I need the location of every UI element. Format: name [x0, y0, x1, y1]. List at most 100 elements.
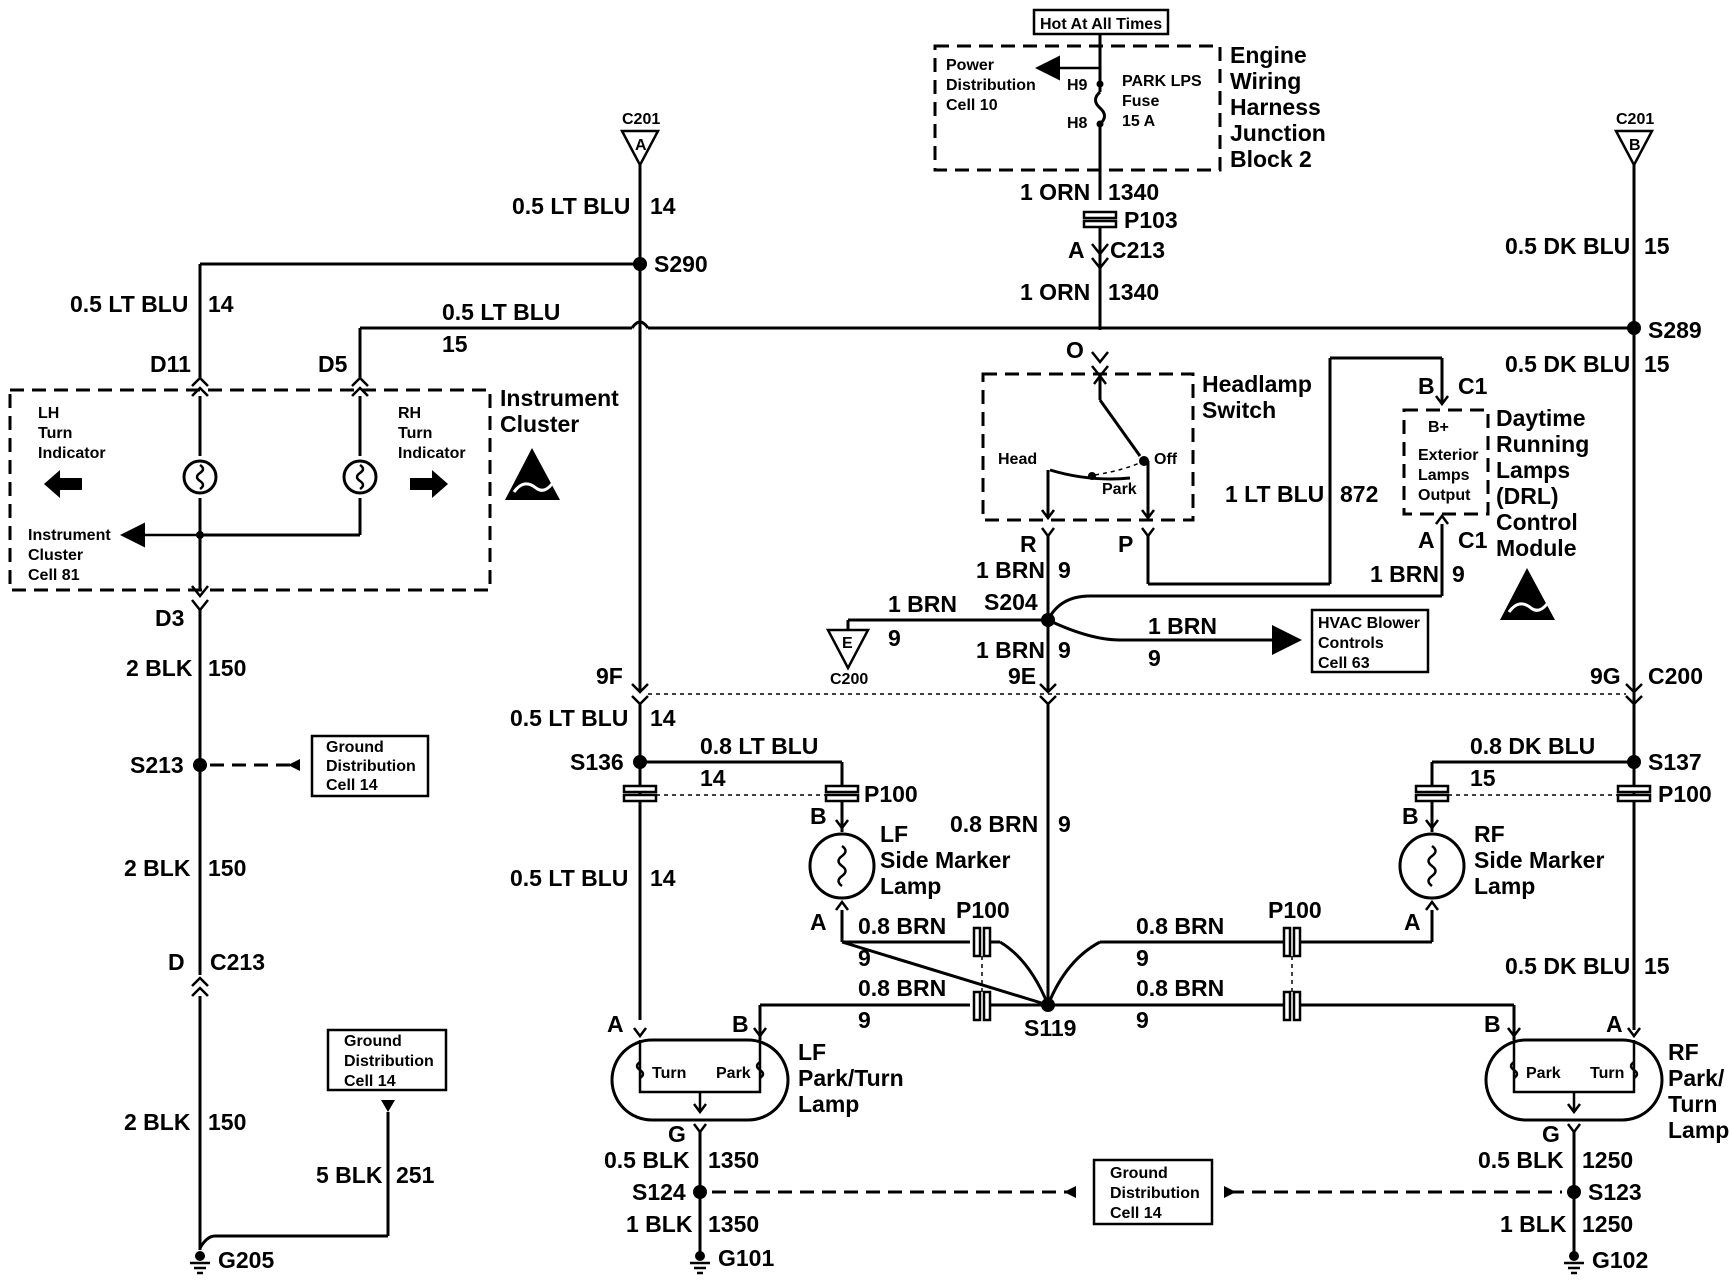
fuse-label-1: PARK LPS [1122, 73, 1202, 90]
s213-label: S213 [130, 752, 184, 778]
hvac-line2: Controls [1318, 635, 1384, 652]
fuse-label-2: Fuse [1122, 93, 1159, 110]
rf-park-label-2: Park/ [1668, 1065, 1725, 1091]
s290-label: S290 [654, 251, 708, 277]
brn-9e-circuit: 9 [1058, 637, 1071, 663]
brn-r-circuit: 9 [1058, 557, 1071, 583]
s289-splice [1627, 321, 1641, 335]
s289-label: S289 [1648, 317, 1702, 343]
fuse-label-3: 15 A [1122, 113, 1156, 130]
headlamp-head-label: Head [998, 451, 1037, 468]
headlamp-park-label: Park [1102, 481, 1137, 498]
brn08-rf-a-circuit: 9 [1136, 945, 1149, 971]
lfpt-pin-b: B [732, 1011, 749, 1037]
s124-splice [693, 1185, 707, 1199]
lf-pin-g: G [668, 1121, 686, 1147]
drl-c1-bot: C1 [1458, 527, 1488, 553]
pin-9g: 9G [1590, 663, 1621, 689]
s213-splice [193, 758, 207, 772]
brn-hvac-label: 1 BRN [1148, 613, 1217, 639]
rh-turn-indicator-bulb-icon [342, 459, 378, 495]
rh-label-2: Turn [398, 425, 432, 442]
ground-dist-1-line2: Distribution [326, 758, 416, 775]
ejb-title-3: Harness [1230, 94, 1321, 120]
drl-title-1: Daytime [1496, 405, 1585, 431]
c200-e-triangle [825, 628, 871, 671]
s124-label: S124 [632, 1179, 686, 1205]
headlamp-switch-box [981, 372, 1195, 522]
esd-warning-icon-drl [1500, 568, 1555, 620]
ltblu-15-circuit: 15 [442, 331, 468, 357]
c201-left-pin: A [635, 137, 647, 154]
p100-rc-label: P100 [1268, 897, 1322, 923]
lf-park-label-1: LF [798, 1039, 826, 1065]
rf-side-label-2: Side Marker [1474, 847, 1604, 873]
drl-title-2: Running [1496, 431, 1589, 457]
orn-mid-circuit: 1340 [1108, 279, 1159, 305]
ltblu08-label: 0.8 LT BLU [700, 733, 818, 759]
lh-label-2: Turn [38, 425, 72, 442]
ejb-title-2: Wiring [1230, 68, 1301, 94]
p100-left-label: P100 [864, 781, 918, 807]
g101-label: G101 [718, 1245, 774, 1271]
s119-label: S119 [1024, 1015, 1076, 1041]
blk05-l-circuit: 1350 [708, 1147, 759, 1173]
c213-left-label: C213 [210, 949, 265, 975]
c201-right-triangle [1613, 129, 1655, 168]
p103-connector [1082, 210, 1118, 220]
lf-turn-label: Turn [652, 1065, 686, 1082]
blk5-label: 5 BLK [316, 1162, 383, 1188]
right-arrow-icon [410, 470, 448, 498]
blk1-l-circuit: 1350 [708, 1211, 759, 1237]
ltblu-872-label: 1 LT BLU [1225, 481, 1324, 507]
lf-side-marker-lamp-icon [808, 832, 876, 900]
dkblu-mid-label: 0.5 DK BLU [1505, 351, 1630, 377]
brn-e-label: 1 BRN [888, 591, 957, 617]
pin-d: D [168, 949, 185, 975]
p100-left-connector [824, 784, 860, 794]
rf-side-label-3: Lamp [1474, 873, 1535, 899]
brn-drl-circuit: 9 [1452, 561, 1465, 587]
brn-r-label: 1 BRN [976, 557, 1045, 583]
g205-ground-icon [190, 1251, 210, 1275]
headlamp-off-label: Off [1154, 451, 1178, 468]
headlamp-title-1: Headlamp [1202, 371, 1312, 397]
ground-dist-2-line2: Distribution [344, 1053, 434, 1070]
brn-9e-label: 1 BRN [976, 637, 1045, 663]
blk05-r-circuit: 1250 [1582, 1147, 1633, 1173]
c213-pin-a: A [1068, 237, 1085, 263]
hvac-line1: HVAC Blower [1318, 615, 1420, 632]
dkblu-top-label: 0.5 DK BLU [1505, 233, 1630, 259]
rf-park-turn-lamp-icon [1484, 1038, 1664, 1122]
ground-dist-1-line1: Ground [326, 739, 384, 756]
ltblu-top-label: 0.5 LT BLU [512, 193, 630, 219]
dkblu08-circuit: 15 [1470, 765, 1496, 791]
cluster-cell-2: Cluster [28, 547, 83, 564]
rfpt-pin-b: B [1484, 1011, 1501, 1037]
ground-dist-box-1 [310, 734, 430, 798]
ground-dist-box-2 [326, 1028, 448, 1092]
ltblu-lf2-circuit: 14 [650, 865, 676, 891]
drl-inner-1: B+ [1428, 419, 1449, 436]
g205-label: G205 [218, 1247, 274, 1273]
dkblu-mid-circuit: 15 [1644, 351, 1670, 377]
c200-e-pin: E [842, 635, 853, 652]
brn08-rf-b-label: 0.8 BRN [1136, 975, 1224, 1001]
ground-dist-3-line2: Distribution [1110, 1185, 1200, 1202]
dkblu08-label: 0.8 DK BLU [1470, 733, 1595, 759]
p100-lc-connector [972, 926, 982, 958]
g102-ground-icon [1564, 1251, 1584, 1275]
orn-mid-label: 1 ORN [1020, 279, 1090, 305]
hot-at-all-times-label: Hot At All Times [1040, 16, 1162, 33]
brn08-lf-b-circuit: 9 [858, 1007, 871, 1033]
pin-p: P [1118, 531, 1133, 557]
ground-dist-3-line3: Cell 14 [1110, 1205, 1162, 1222]
lh-label-3: Indicator [38, 445, 106, 462]
brn-drl-label: 1 BRN [1370, 561, 1439, 587]
pin-r: R [1020, 531, 1037, 557]
lf-park-label-3: Lamp [798, 1091, 859, 1117]
cluster-cell-3: Cell 81 [28, 567, 80, 584]
rh-label-1: RH [398, 405, 421, 422]
ground-dist-3-line1: Ground [1110, 1165, 1168, 1182]
ltblu-left-label: 0.5 LT BLU [70, 291, 188, 317]
